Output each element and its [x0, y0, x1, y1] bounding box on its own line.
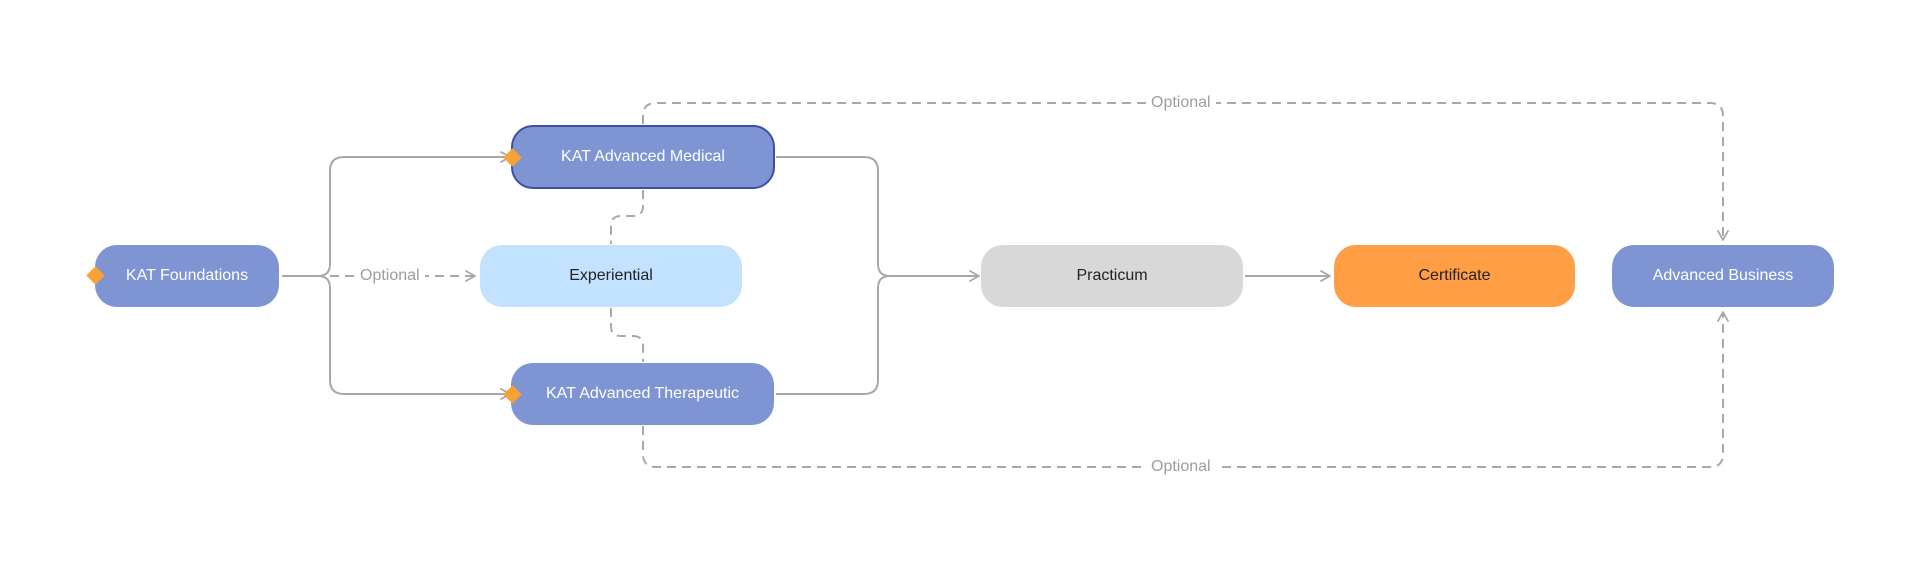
- node-certificate[interactable]: Certificate: [1334, 245, 1575, 307]
- edge-foundations-to-therapeutic: [317, 275, 511, 400]
- optional-label-medical-to-business: Optional: [1146, 93, 1216, 113]
- node-kat-advanced-medical[interactable]: KAT Advanced Medical: [511, 125, 775, 189]
- node-kat-advanced-therapeutic-label: KAT Advanced Therapeutic: [545, 385, 739, 402]
- node-kat-advanced-therapeutic[interactable]: KAT Advanced Therapeutic: [511, 363, 774, 425]
- node-kat-foundations[interactable]: KAT Foundations: [95, 245, 279, 307]
- node-certificate-label: Certificate: [1418, 267, 1491, 284]
- edge-therapeutic-to-business: [642, 311, 1729, 468]
- optional-label-experiential: Optional: [355, 266, 425, 286]
- node-advanced-business-label: Advanced Business: [1652, 267, 1794, 284]
- edge-medical-to-practicum: [776, 156, 980, 282]
- optional-label-therapeutic-to-business: Optional: [1146, 457, 1216, 477]
- node-experiential-label: Experiential: [569, 267, 653, 284]
- node-kat-foundations-label: KAT Foundations: [125, 267, 249, 284]
- node-experiential[interactable]: Experiential: [480, 245, 742, 307]
- edge-foundations-to-medical: [282, 151, 511, 277]
- node-kat-advanced-medical-label: KAT Advanced Medical: [561, 148, 725, 165]
- edge-medical-to-business: [642, 102, 1729, 241]
- node-practicum[interactable]: Practicum: [981, 245, 1243, 307]
- node-practicum-label: Practicum: [1076, 267, 1148, 284]
- node-advanced-business[interactable]: Advanced Business: [1612, 245, 1834, 307]
- edge-experiential-to-therapeutic: [610, 308, 644, 362]
- edge-therapeutic-to-practicum: [776, 275, 891, 395]
- edge-medical-to-experiential: [610, 190, 644, 244]
